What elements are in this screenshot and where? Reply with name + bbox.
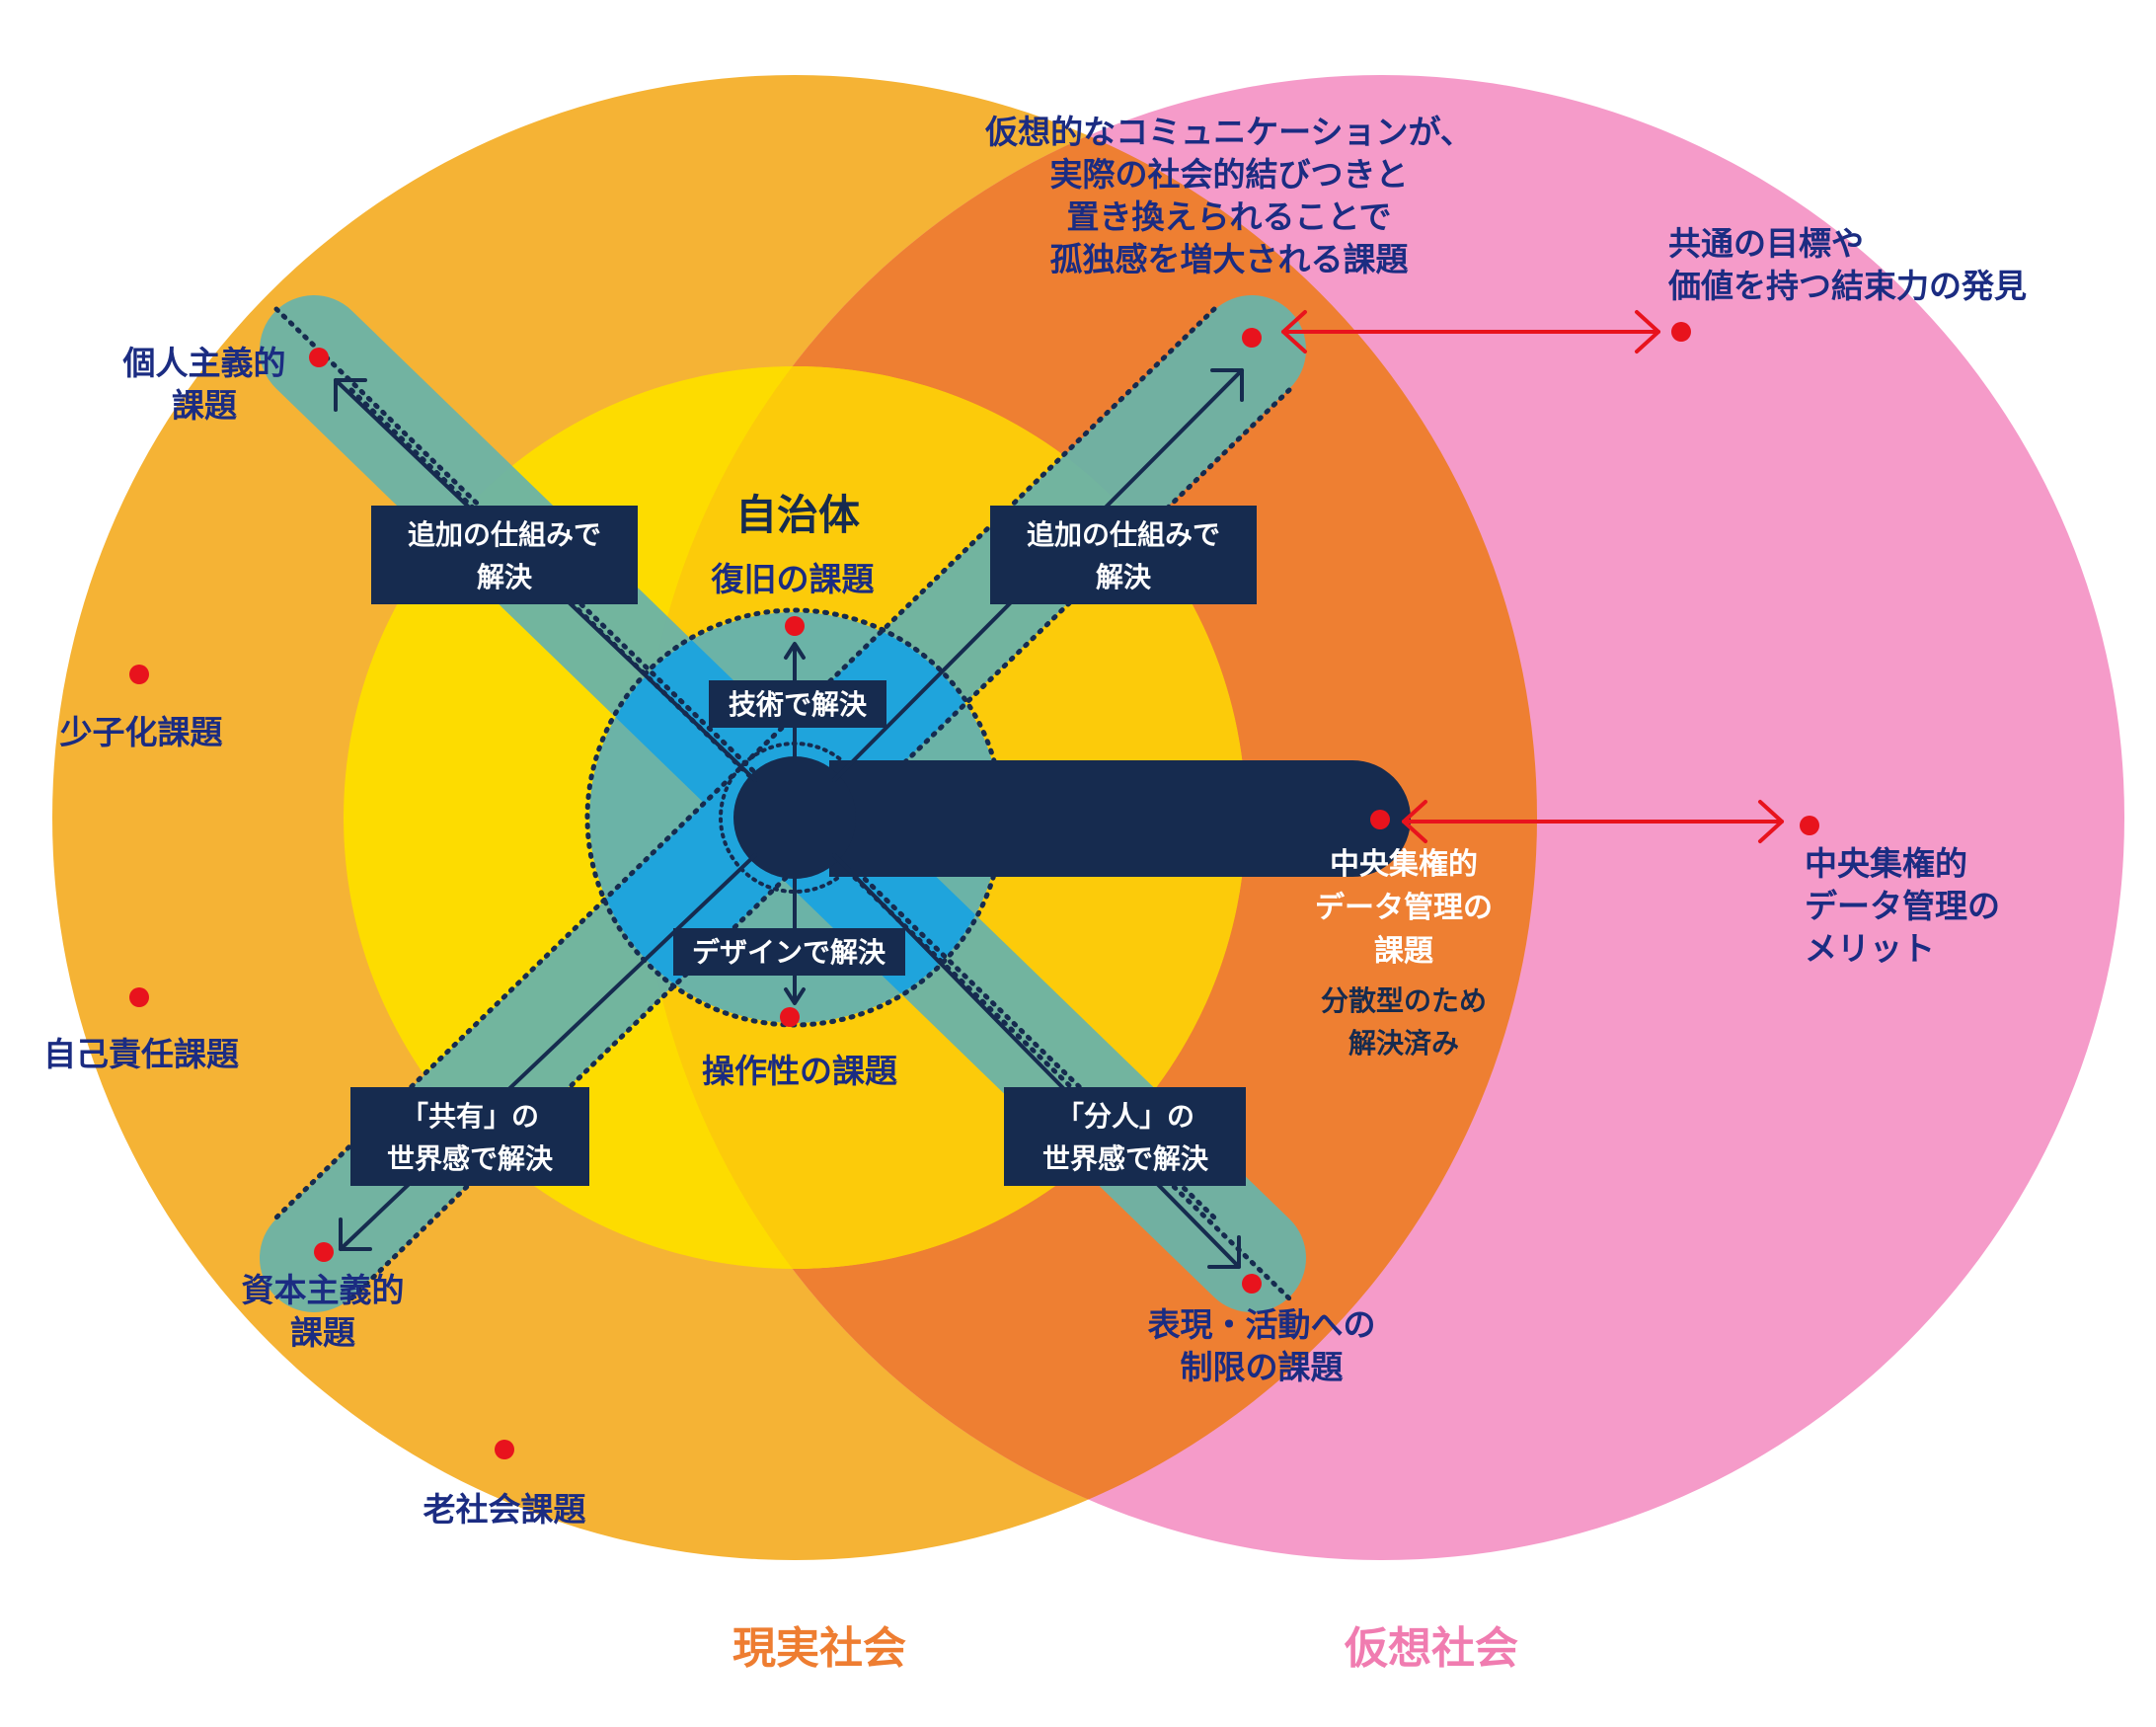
merit-central-line1: 中央集権的 <box>1805 844 1967 883</box>
merit-arrow-mid-right-head <box>1758 800 1784 843</box>
solution-box-additional-left: 追加の仕組みで 解決 <box>371 506 638 604</box>
issue-capitalism-line1: 資本主義的 <box>242 1271 405 1309</box>
dot-birthrate <box>129 665 149 684</box>
solution-box-dividual: 「分人」の 世界感で解決 <box>1004 1087 1246 1186</box>
dot-central-issue <box>1370 810 1390 829</box>
issue-central-line1: 中央集権的 <box>1330 847 1478 882</box>
issue-birthrate: 少子化課題 <box>60 713 223 751</box>
dot-isolation <box>1242 328 1262 348</box>
issue-self-responsibility: 自己責任課題 <box>43 1035 239 1073</box>
arrow-head-down-right <box>1207 1235 1241 1269</box>
solution-sharing-line1: 「共有」の <box>401 1100 539 1133</box>
merit-common-goal-line2: 価値を持つ結束力の発見 <box>1667 267 2027 305</box>
issue-individualism-line2: 課題 <box>172 386 237 425</box>
solution-box-sharing: 「共有」の 世界感で解決 <box>350 1087 589 1186</box>
solution-box-technology: 技術で解決 <box>709 680 886 728</box>
issue-isolation-line2: 実際の社会的結びつきと <box>1050 155 1409 194</box>
solution-sharing-line2: 世界感で解決 <box>387 1142 554 1175</box>
central-core <box>733 756 856 879</box>
solution-dividual-line1: 「分人」の <box>1056 1100 1194 1133</box>
arrow-head-up-right <box>1210 368 1244 402</box>
arrow-head-up <box>784 642 806 660</box>
issue-decentralized-line1: 分散型のため <box>1321 984 1487 1017</box>
issue-isolation-line3: 置き換えられることで <box>1066 197 1391 236</box>
dot-aging <box>495 1440 514 1459</box>
municipality-title: 自治体 <box>735 491 860 539</box>
issue-central-line2: データ管理の <box>1315 891 1493 925</box>
solution-technology-label: 技術で解決 <box>729 688 868 721</box>
solution-additional-right-line1: 追加の仕組みで <box>1027 518 1220 551</box>
dot-common-goal <box>1671 322 1691 342</box>
arrow-head-down-left <box>339 1217 372 1251</box>
dot-restoration <box>785 616 805 636</box>
central-data-pill <box>829 760 1411 877</box>
issue-operability: 操作性の課題 <box>702 1052 897 1090</box>
dot-self-responsibility <box>129 987 149 1007</box>
municipality-overlap <box>640 366 1246 1269</box>
dot-capitalism <box>314 1242 334 1262</box>
arrow-head-up-left <box>334 378 367 412</box>
solution-design-label: デザインで解決 <box>692 936 886 969</box>
issue-expression-line1: 表現・活動への <box>1148 1305 1376 1344</box>
issue-decentralized-line2: 解決済み <box>1348 1027 1459 1060</box>
issue-aging: 老社会課題 <box>424 1490 586 1529</box>
merit-central-line2: データ管理の <box>1805 887 2000 925</box>
issue-expression-line2: 制限の課題 <box>1181 1348 1344 1386</box>
merit-central-line3: メリット <box>1805 929 1935 968</box>
issue-isolation-line1: 仮想的なコミュニケーションが、 <box>984 113 1473 151</box>
arrow-line-down-right <box>832 853 1241 1269</box>
merit-arrow-mid-left-head <box>1402 800 1427 843</box>
dot-expression <box>1242 1274 1262 1294</box>
dot-operability <box>780 1007 800 1027</box>
dot-individualism <box>309 348 329 367</box>
solution-additional-right-line2: 解決 <box>1096 561 1152 593</box>
dot-central-merit <box>1800 816 1819 835</box>
merit-arrow-top-right-head <box>1635 310 1660 353</box>
solution-additional-left-line2: 解決 <box>477 561 533 593</box>
virtual-society-label: 仮想社会 <box>1344 1623 1518 1674</box>
issue-isolation-line4: 孤独感を増大される課題 <box>1050 240 1409 278</box>
merit-common-goal-line1: 共通の目標や <box>1668 224 1864 263</box>
solution-dividual-line2: 世界感で解決 <box>1042 1142 1209 1175</box>
merit-arrow-top-left-head <box>1281 310 1307 353</box>
arrow-head-down <box>784 987 806 1005</box>
issue-restoration: 復旧の課題 <box>711 560 875 598</box>
issue-central-line3: 課題 <box>1374 934 1433 969</box>
solution-additional-left-line1: 追加の仕組みで <box>408 518 601 551</box>
issue-capitalism-line2: 課題 <box>290 1313 355 1352</box>
issue-individualism-line1: 個人主義的 <box>122 344 286 382</box>
solution-box-additional-right: 追加の仕組みで 解決 <box>990 506 1257 604</box>
solution-box-design: デザインで解決 <box>673 928 905 976</box>
real-society-label: 現実社会 <box>732 1623 906 1674</box>
